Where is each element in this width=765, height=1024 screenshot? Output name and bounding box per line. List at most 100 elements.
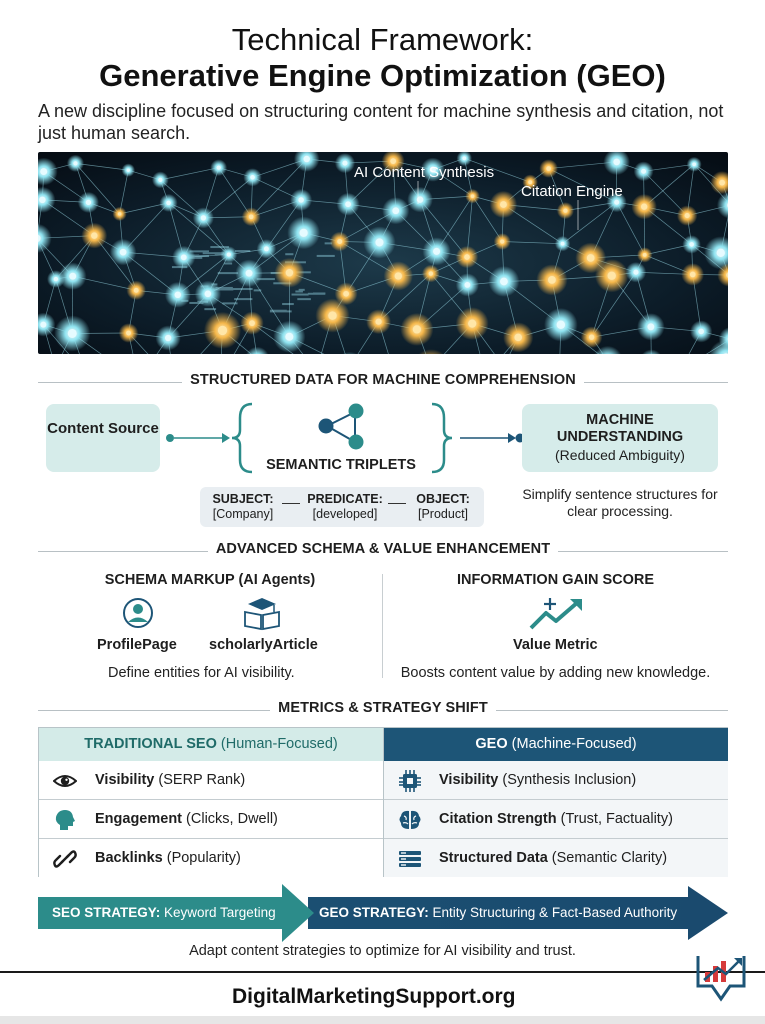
schema-markup-column: SCHEMA MARKUP (AI Agents) [38,572,382,588]
scholarly-article-label: scholarlyArticle [209,637,318,653]
traditional-seo-header: TRADITIONAL SEO (Human-Focused) [39,728,383,761]
code-glyph [235,250,251,253]
network-node [462,156,467,161]
network-node [470,194,475,198]
network-node [375,318,382,325]
network-node [345,201,351,208]
network-edge [562,201,617,244]
code-glyph [224,262,233,265]
hero-label-citation: Citation Engine [521,183,623,200]
geo-metric-3-name: Structured Data [439,850,548,866]
information-gain-note: Boosts content value by adding new knowl… [400,665,711,681]
code-glyph [222,302,238,305]
section-heading-metrics: METRICS & STRATEGY SHIFT [38,700,728,720]
code-glyph [298,288,305,291]
network-node [40,168,48,176]
table-row-left-backlinks: Backlinks (Popularity) [39,839,383,877]
trend-up-icon [529,598,582,630]
connector-dot-left [166,434,174,442]
code-glyph [253,289,262,292]
network-node-glow [38,186,56,213]
network-node-glow [38,312,56,337]
code-glyph [189,250,209,253]
triplet-subject-value: [Company] [212,507,274,521]
brand-name: DigitalMarketingSupport.org [232,985,516,1008]
schema-markup-heading: SCHEMA MARKUP (AI Agents) [104,572,316,588]
head-profile-icon [55,810,75,830]
seo-metric-1-name: Visibility [95,772,155,788]
network-node [375,238,384,247]
arrow-right-icon-2 [508,433,516,443]
code-glyph [202,252,225,255]
network-node-glow [704,236,728,270]
code-glyph [217,272,239,275]
network-node [640,203,648,210]
network-node [67,328,77,338]
network-node [698,328,704,335]
code-glyph [291,293,309,296]
code-glyph [256,278,275,281]
network-node [641,168,647,174]
network-node [723,353,728,354]
network-node [613,158,620,166]
network-node [684,213,690,219]
network-node [263,246,269,252]
network-node [337,239,343,244]
code-glyph [204,308,217,311]
brain-icon [399,810,421,829]
strategy-arrow-banner: SEO STRATEGY: Keyword Targeting GEO STRA… [38,884,728,942]
seo-metric-2-detail: (Clicks, Dwell) [182,811,278,827]
flow-connectors [166,402,525,474]
network-node [250,175,255,180]
right-brace-icon [431,402,453,474]
network-node [412,325,422,334]
network-node [303,155,310,163]
network-node [556,320,566,329]
network-node [158,177,163,182]
geo-metric-2-detail: (Trust, Factuality) [556,811,673,827]
triplet-object-label: OBJECT: [416,492,470,506]
network-node [642,252,647,257]
code-glyph [215,286,233,289]
page-title-line-2: Generative Engine Optimization (GEO) [99,58,666,93]
code-glyph [282,303,294,306]
table-row-right-visibility: Visibility (Synthesis Inclusion) [384,761,728,799]
triplet-predicate-label: PREDICATE: [307,492,383,506]
code-glyph [214,252,223,255]
network-node [217,325,228,336]
geo-strategy-value: Entity Structuring & Fact-Based Authorit… [428,905,678,920]
network-node [390,158,397,164]
network-node [563,208,568,213]
machine-understanding-box: MACHINE UNDERSTANDING (Reduced Ambiguity… [522,404,718,472]
network-node [689,242,694,247]
network-node-glow [716,191,728,219]
network-node [468,319,477,328]
network-node [248,214,254,220]
seo-metric-3-name: Backlinks [95,850,163,866]
table-row-left-visibility: Visibility (SERP Rank) [39,761,383,799]
network-node [126,168,130,172]
traditional-seo-title: TRADITIONAL SEO [84,736,217,752]
code-glyph [285,253,294,256]
network-node [647,323,655,331]
information-gain-heading: INFORMATION GAIN SCORE [456,572,655,588]
left-brace-icon [231,402,253,474]
network-node [204,290,212,298]
network-node [245,269,253,277]
triplet-predicate: PREDICATE: [developed] [304,492,386,522]
network-node [607,271,616,280]
network-edge [203,177,253,219]
network-node [429,166,436,173]
network-node-glow [717,263,728,287]
code-glyph [297,298,311,301]
seo-strategy-text: SEO STRATEGY: Keyword Targeting [52,905,276,920]
schema-markup-note: Define entities for AI visibility. [108,665,295,681]
triplet-object: OBJECT: [Product] [408,492,478,522]
page-title-line-1: Technical Framework: [231,22,534,57]
network-node [727,202,728,208]
network-node [689,271,696,278]
network-edge [75,162,129,171]
network-edge [591,272,637,338]
network-node [416,196,424,203]
section-heading-structured-data: STRUCTURED DATA FOR MACHINE COMPREHENSIO… [38,372,728,392]
